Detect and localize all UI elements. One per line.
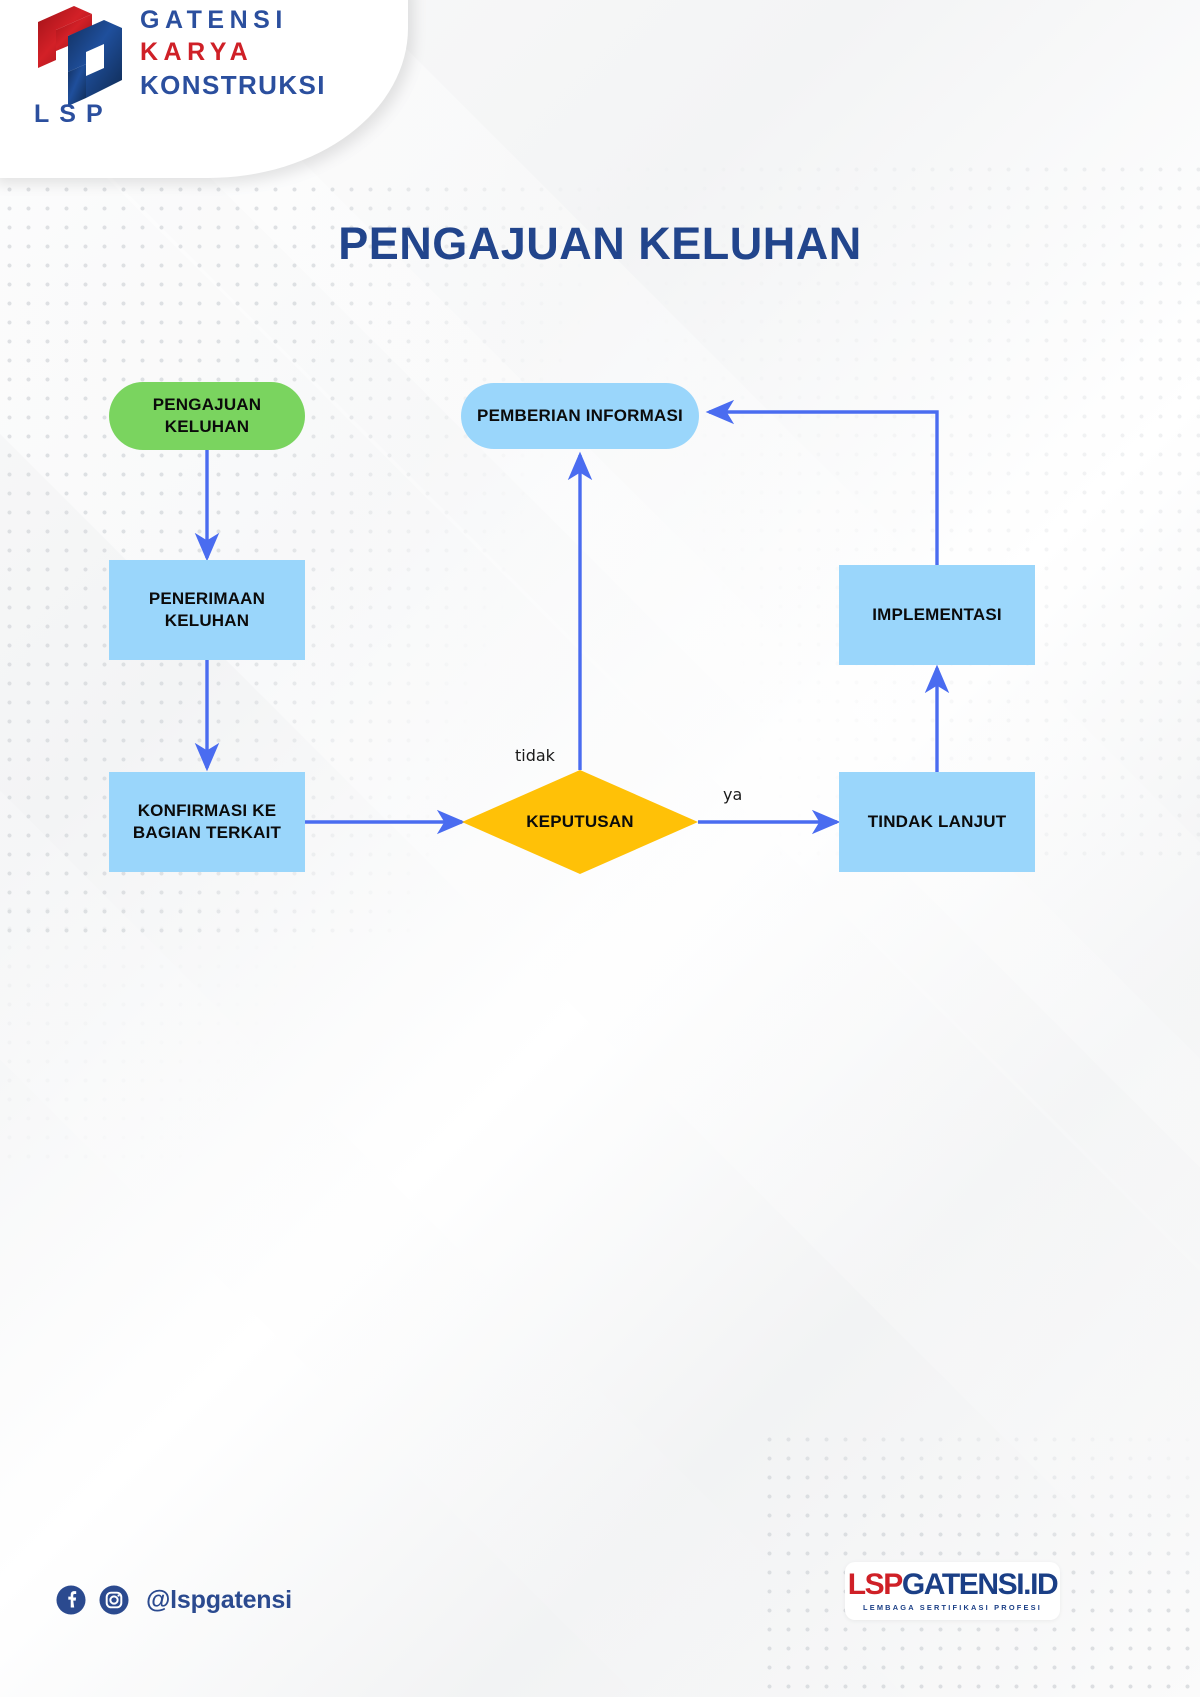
flow-node-pemberian-informasi[interactable]: PEMBERIAN INFORMASI [461, 383, 699, 449]
brand-wordmark: GATENSI KARYA KONSTRUKSI [140, 8, 326, 105]
edge-label-tidak: tidak [515, 746, 555, 765]
flow-node-label: PENGAJUAN [152, 394, 262, 414]
badge-word-lsp: LSP [847, 1568, 904, 1601]
facebook-icon[interactable] [56, 1585, 86, 1615]
brand-line-karya: KARYA [140, 38, 254, 66]
flow-node-label: PENERIMAAN [148, 588, 266, 608]
brand-abbrev-lsp: LSP [34, 100, 113, 128]
edge-label-ya: ya [723, 785, 743, 804]
flow-node-keputusan: KEPUTUSAN [526, 812, 634, 831]
footer-social-block: @lspgatensi [56, 1585, 292, 1615]
badge-subtitle: LEMBAGA SERTIFIKASI PROFESI [862, 1603, 1043, 1612]
flow-node-penerimaan-keluhan[interactable]: PENERIMAAN KELUHAN [109, 560, 305, 660]
flow-node-label: KONFIRMASI KE [137, 800, 277, 820]
flow-node-tindak-lanjut[interactable]: TINDAK LANJUT [839, 772, 1035, 872]
brand-line-konstruksi: KONSTRUKSI [140, 70, 326, 100]
flow-node-pengajuan-keluhan[interactable]: PENGAJUAN KELUHAN [109, 382, 305, 450]
instagram-icon[interactable] [99, 1585, 129, 1615]
social-handle-text: @lspgatensi [146, 1585, 292, 1614]
flow-node-implementasi[interactable]: IMPLEMENTASI [839, 565, 1035, 665]
badge-word-gatensi: GATENSI.ID [901, 1568, 1059, 1601]
flow-node-label: KELUHAN [164, 417, 250, 436]
flow-node-label: BAGIAN TERKAIT [132, 823, 282, 842]
flow-node-label: KELUHAN [164, 611, 250, 630]
gatensi-logo-icon [38, 6, 122, 106]
brand-line-gatensi: GATENSI [140, 6, 288, 34]
flow-node-konfirmasi-bagian-terkait[interactable]: KONFIRMASI KE BAGIAN TERKAIT [109, 772, 305, 872]
